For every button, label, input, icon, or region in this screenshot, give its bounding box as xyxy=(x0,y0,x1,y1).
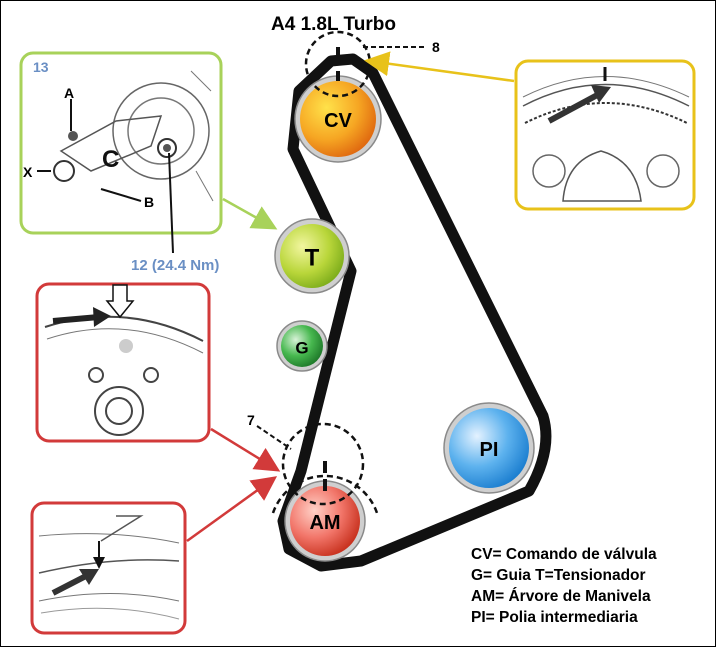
camshaft-pulley-label: CV xyxy=(324,110,352,132)
legend: CV= Comando de válvula G= Guia T=Tension… xyxy=(471,546,657,626)
inset-tensioner-detail: 13 A B C X xyxy=(19,51,223,254)
inset-crankshaft-arrow xyxy=(210,427,281,472)
crankshaft-pulley-label: AM xyxy=(309,512,340,534)
inset-camshaft-detail xyxy=(514,59,696,211)
tensioner-dimension-c: C xyxy=(102,146,119,173)
legend-line-2: G= Guia T=Tensionador xyxy=(471,567,646,584)
intermediate-pulley-label: PI xyxy=(480,439,499,461)
camshaft-pulley: CV xyxy=(294,75,382,163)
legend-line-1: CV= Comando de válvula xyxy=(471,546,657,563)
guide-pulley-label: G xyxy=(295,339,308,358)
tensioner-point-b: B xyxy=(144,194,154,210)
tensioner-pulley: T xyxy=(274,218,350,294)
tensioner-dimension-x: X xyxy=(23,164,33,180)
guide-pulley: G xyxy=(276,320,328,372)
inset-tensioner-arrow xyxy=(222,197,278,230)
diagram-title: A4 1.8L Turbo xyxy=(271,14,396,35)
tensioner-pulley-label: T xyxy=(305,245,320,272)
mark-8-label: 8 xyxy=(432,39,440,55)
legend-line-3: AM= Árvore de Manivela xyxy=(471,588,651,605)
legend-line-4: PI= Polia intermediaria xyxy=(471,609,638,626)
tensioner-torque-label: 12 (24.4 Nm) xyxy=(131,257,219,274)
inset-crankshaft-detail xyxy=(35,282,211,443)
inset-belt-mark-arrow xyxy=(186,476,278,543)
inset-step-13: 13 xyxy=(33,59,49,75)
intermediate-pulley: PI xyxy=(443,402,535,494)
mark-7-label: 7 xyxy=(247,412,255,428)
tensioner-point-a: A xyxy=(64,85,74,101)
crankshaft-mark-7: 7 xyxy=(247,412,379,514)
timing-belt xyxy=(277,53,552,572)
inset-camshaft-arrow xyxy=(364,51,515,83)
inset-belt-mark-detail xyxy=(30,501,187,635)
